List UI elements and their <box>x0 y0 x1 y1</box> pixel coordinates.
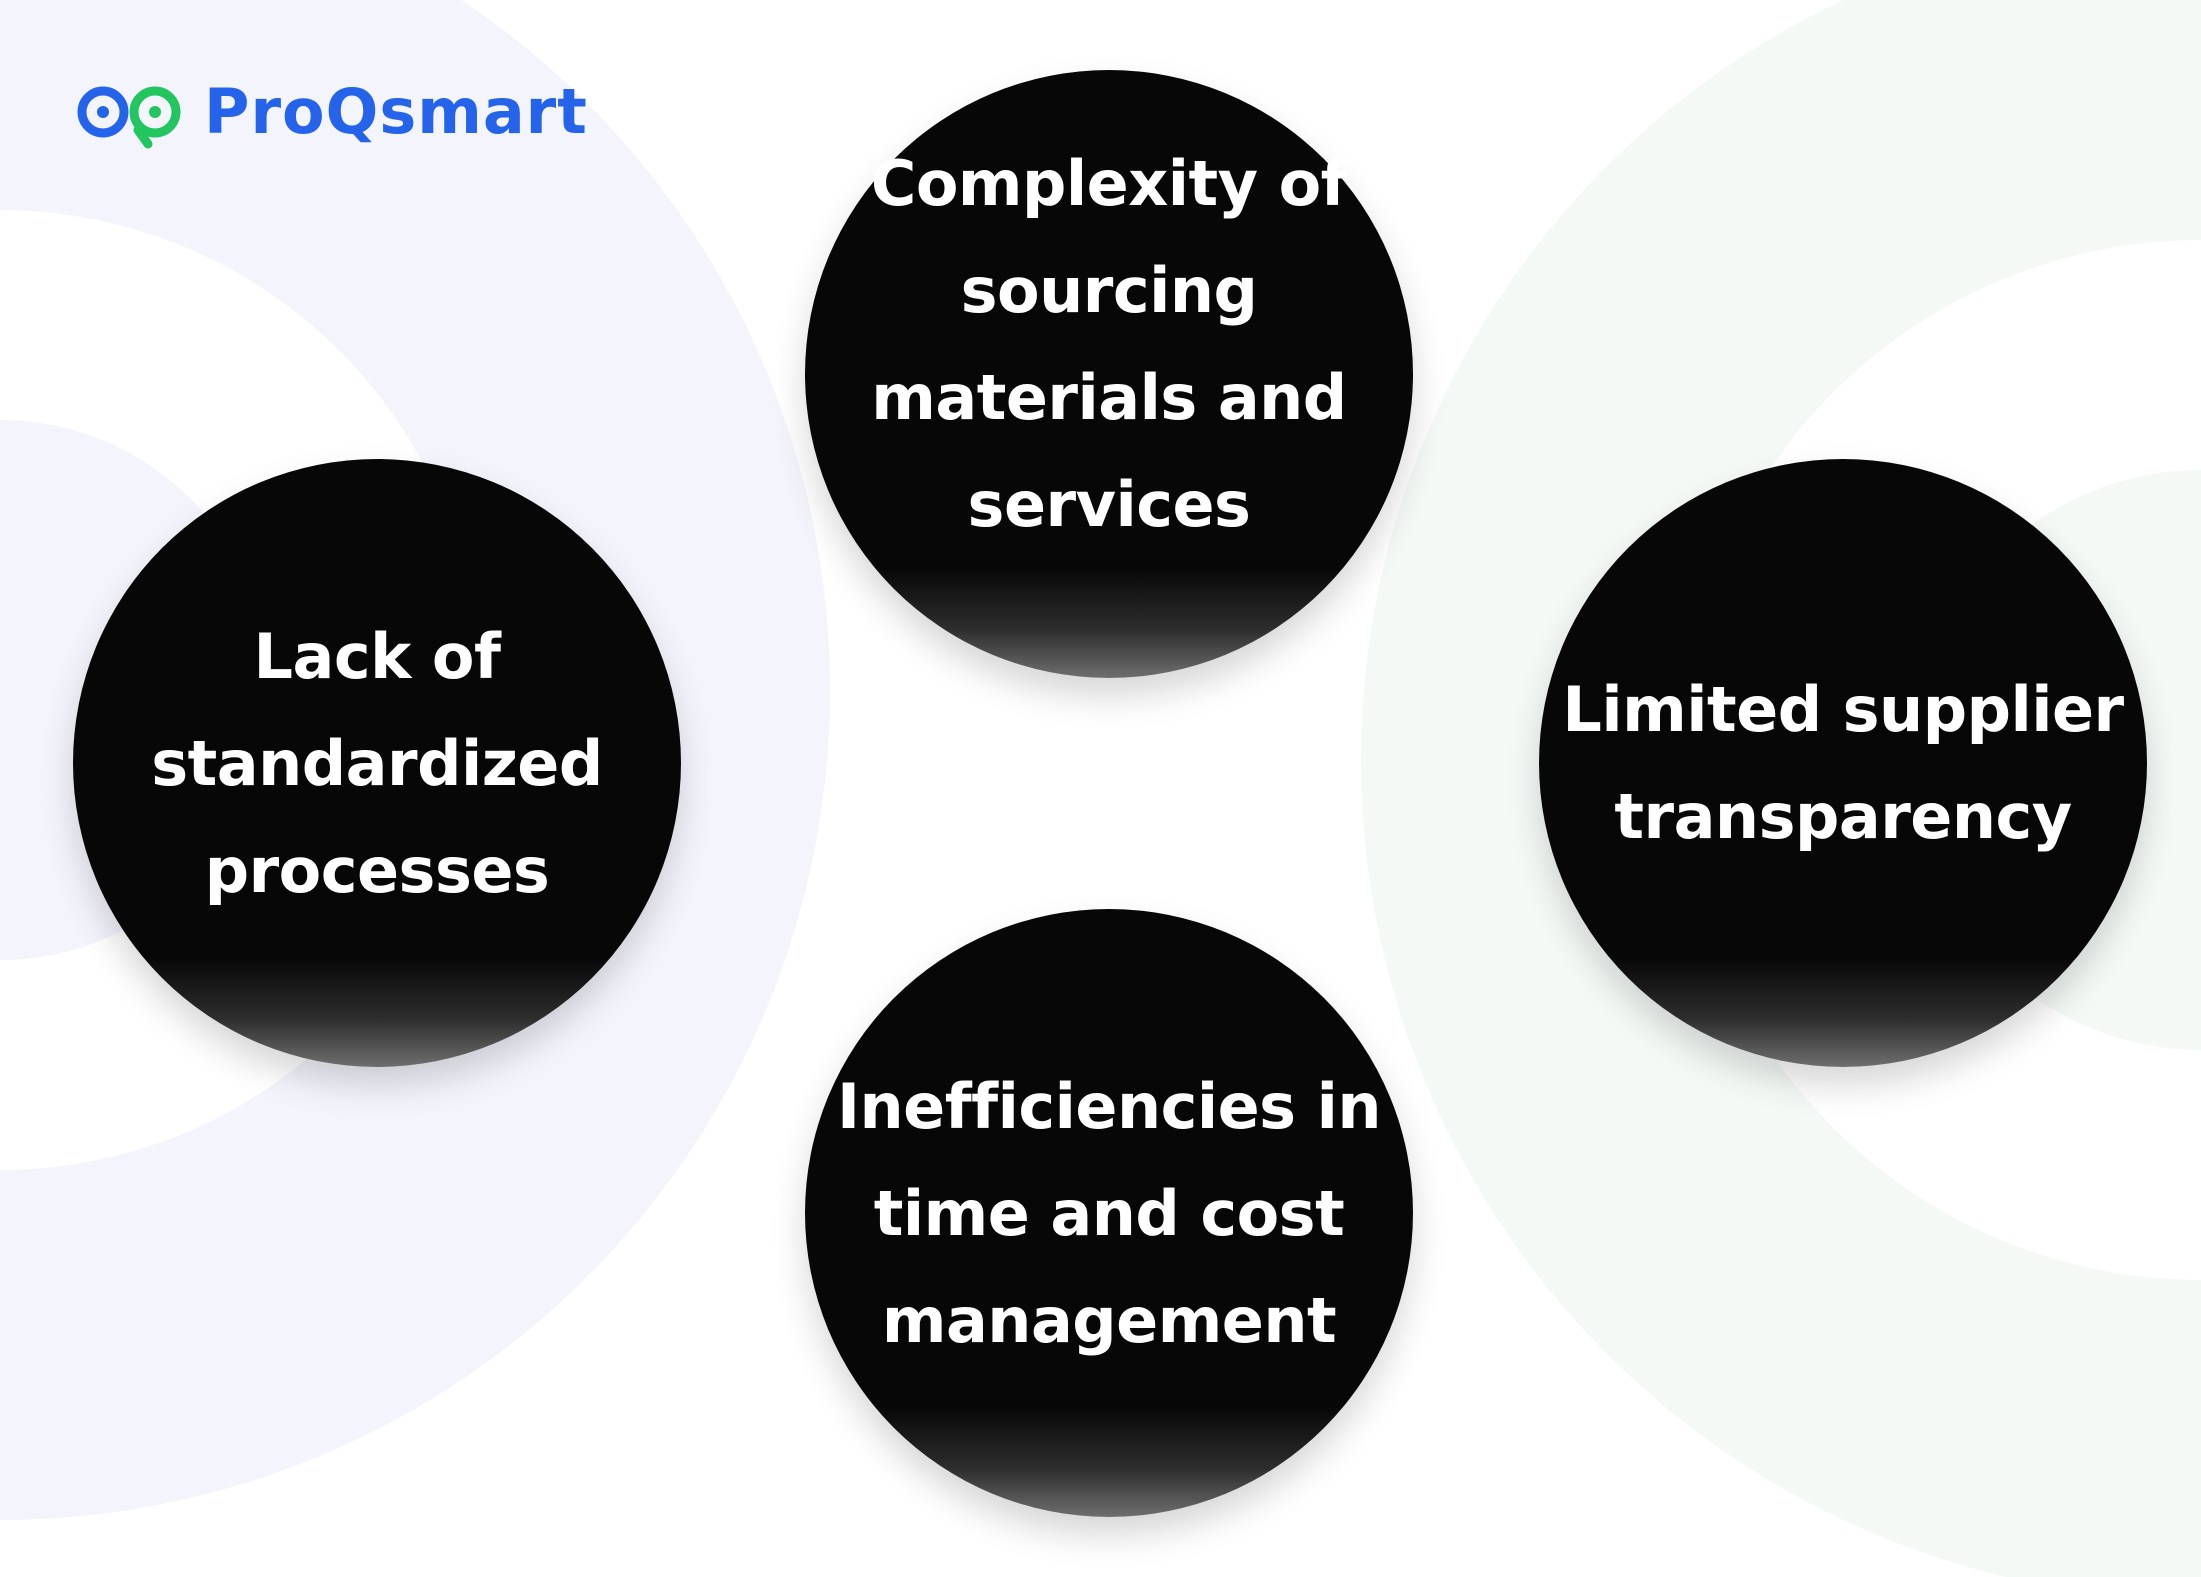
node-left: Lack of standardized processes <box>73 459 681 1067</box>
node-bottom-label: Inefficiencies in time and cost manageme… <box>836 1069 1382 1357</box>
proqsmart-logo-icon <box>77 86 181 149</box>
node-left-label: Lack of standardized processes <box>151 619 603 907</box>
node-right: Limited supplier transparency <box>1539 459 2147 1067</box>
brand-logo[interactable]: ProQsmart <box>76 74 588 150</box>
node-top: Complexity of sourcing materials and ser… <box>805 70 1413 678</box>
node-bottom: Inefficiencies in time and cost manageme… <box>805 909 1413 1517</box>
brand-name: ProQsmart <box>204 75 588 148</box>
node-top-label: Complexity of sourcing materials and ser… <box>870 147 1348 541</box>
node-right-label: Limited supplier transparency <box>1562 673 2124 853</box>
